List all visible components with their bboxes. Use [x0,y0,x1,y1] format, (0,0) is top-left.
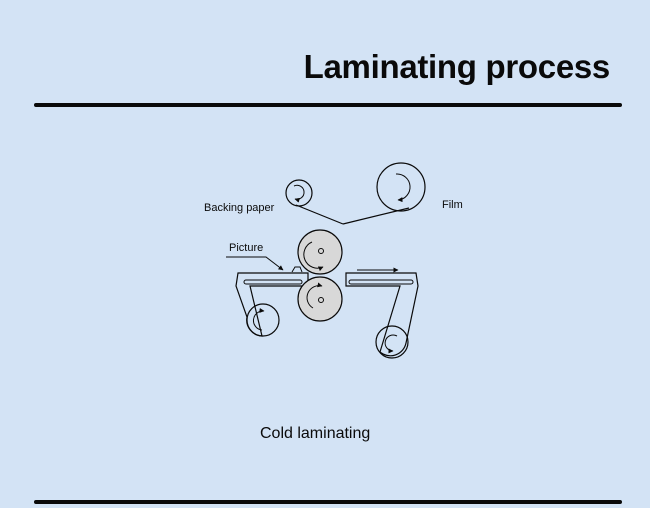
right-belt-rail [348,279,414,285]
left-belt-rail [243,279,303,285]
picture-sheet [291,266,303,273]
right-drive-roller [375,325,409,359]
picture-label: Picture [229,242,263,254]
right-drive-roller-arrow [384,334,398,354]
backing-paper-label: Backing paper [204,202,275,214]
left-drive-roller-arrow [253,308,265,331]
backing-paper-reel [285,179,313,207]
backing-paper-web [295,204,344,225]
right-conveyor-belt [345,272,419,357]
lower-pressure-roller [297,276,343,322]
film-reel-arrow [395,173,411,203]
upper-roller-arrow [303,241,324,272]
backing-paper-reel-arrow [293,184,305,203]
diagram-caption: Cold laminating [260,425,371,442]
left-drive-roller [246,303,280,337]
picture-leader [226,256,284,271]
bottom-divider [34,500,622,504]
page-title: Laminating process [303,48,611,85]
upper-roller-axle [318,248,324,254]
top-divider [34,103,622,107]
lower-roller-arrow [306,282,323,309]
film-reel [376,162,426,212]
upper-pressure-roller [297,229,343,275]
lower-roller-axle [318,297,324,303]
film-label: Film [442,199,463,211]
left-conveyor-belt [235,272,309,337]
